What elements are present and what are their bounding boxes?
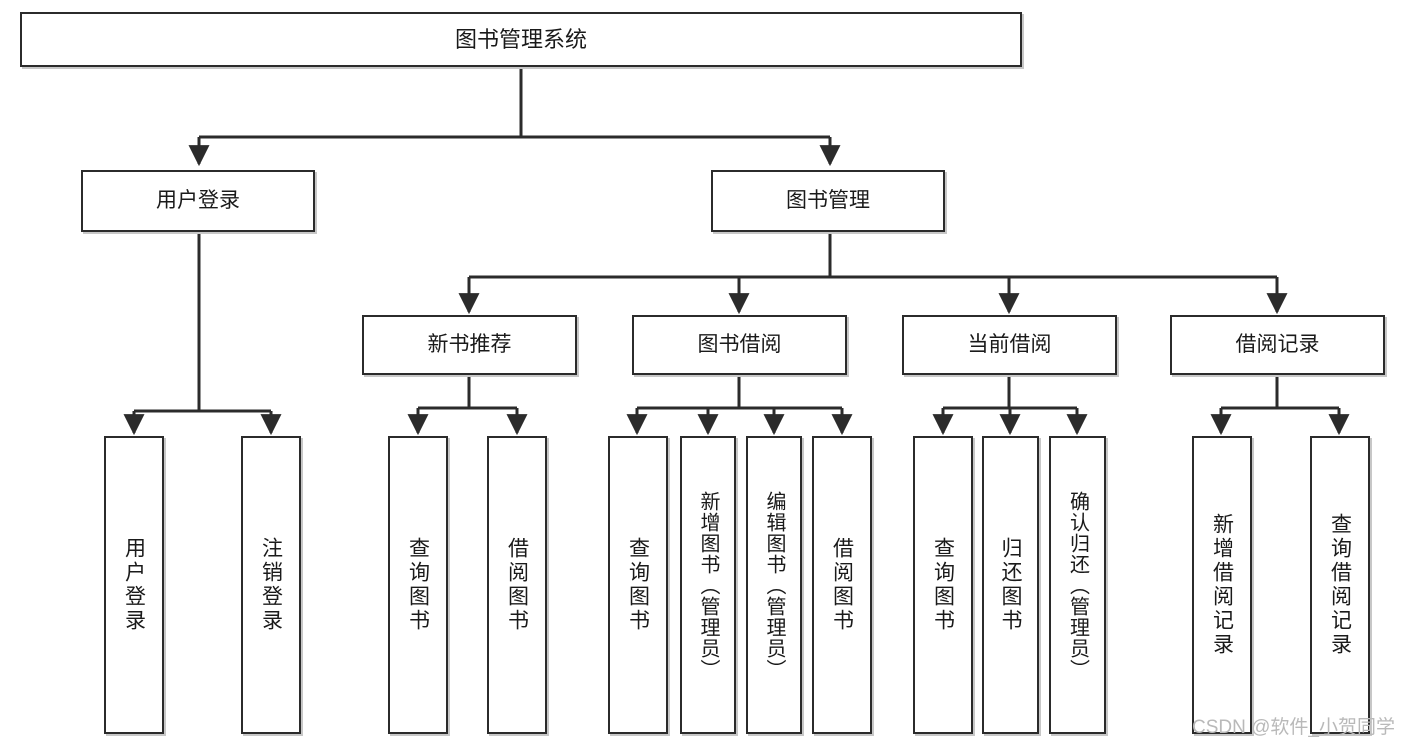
- node-label: 借阅图书: [505, 537, 529, 633]
- leaf-new-book-borrow[interactable]: 借阅图书: [487, 436, 547, 734]
- leaf-borrow-add-book-admin[interactable]: 新增图书（管理员）: [680, 436, 736, 734]
- node-label: 注销登录: [259, 537, 283, 633]
- node-label: 图书管理: [786, 188, 870, 212]
- node-book-borrow[interactable]: 图书借阅: [632, 315, 847, 375]
- leaf-current-query-book[interactable]: 查询图书: [913, 436, 973, 734]
- node-label: 编辑图书（管理员）: [763, 490, 785, 680]
- leaf-borrow-query-book[interactable]: 查询图书: [608, 436, 668, 734]
- node-label: 用户登录: [122, 537, 146, 633]
- node-label: 查询图书: [406, 537, 430, 633]
- node-label: 图书管理系统: [454, 26, 587, 52]
- node-label: 用户登录: [156, 188, 240, 212]
- node-label: 确认归还（管理员）: [1066, 490, 1089, 680]
- node-current-borrow[interactable]: 当前借阅: [902, 315, 1117, 375]
- node-book-management[interactable]: 图书管理: [711, 170, 945, 232]
- leaf-record-add[interactable]: 新增借阅记录: [1192, 436, 1252, 734]
- node-label: 查询图书: [931, 537, 955, 633]
- node-label: 归还图书: [999, 537, 1022, 633]
- leaf-user-logout[interactable]: 注销登录: [241, 436, 301, 734]
- node-label: 借阅记录: [1235, 332, 1320, 356]
- node-label: 查询借阅记录: [1328, 513, 1352, 657]
- leaf-current-confirm-return-admin[interactable]: 确认归还（管理员）: [1049, 436, 1106, 734]
- node-new-book-recommend[interactable]: 新书推荐: [362, 315, 577, 375]
- node-root-system[interactable]: 图书管理系统: [20, 12, 1022, 67]
- node-label: 查询图书: [626, 537, 650, 633]
- leaf-record-query[interactable]: 查询借阅记录: [1310, 436, 1370, 734]
- node-label: 新增图书（管理员）: [697, 490, 719, 680]
- node-user-login[interactable]: 用户登录: [81, 170, 315, 232]
- node-borrow-records[interactable]: 借阅记录: [1170, 315, 1385, 375]
- leaf-borrow-borrow-book[interactable]: 借阅图书: [812, 436, 872, 734]
- leaf-borrow-edit-book-admin[interactable]: 编辑图书（管理员）: [746, 436, 802, 734]
- leaf-current-return-book[interactable]: 归还图书: [982, 436, 1039, 734]
- node-label: 新书推荐: [427, 332, 512, 356]
- node-label: 新增借阅记录: [1210, 513, 1234, 657]
- leaf-user-login[interactable]: 用户登录: [104, 436, 164, 734]
- node-label: 借阅图书: [830, 537, 854, 633]
- leaf-new-book-query[interactable]: 查询图书: [388, 436, 448, 734]
- node-label: 图书借阅: [697, 332, 782, 356]
- node-label: 当前借阅: [967, 332, 1052, 356]
